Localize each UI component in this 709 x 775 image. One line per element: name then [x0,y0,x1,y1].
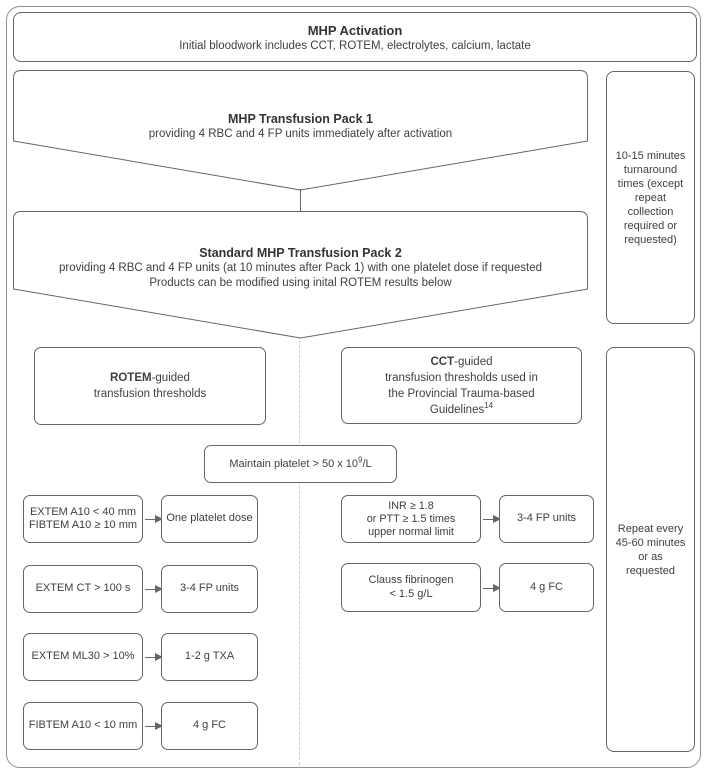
pack1-line1: providing 4 RBC and 4 FP units immediate… [148,128,453,140]
pack2-line2: Products can be modified using inital RO… [149,277,452,289]
platelet-superscript: 9 [358,455,363,465]
rotem-rule-1-arrow [145,515,163,523]
cct-rule-2-condition: Clauss fibrinogen < 1.5 g/L [341,563,481,612]
cct-header-line3: the Provincial Trauma-based [388,387,535,400]
cct-rule-1-action: 3-4 FP units [499,495,594,543]
pack2-title: Standard MHP Transfusion Pack 2 [199,246,402,260]
rotem-rule-2-action: 3-4 FP units [161,565,258,613]
cct-rule-2-arrow [483,584,501,592]
activation-subtitle: Initial bloodwork includes CCT, ROTEM, e… [179,39,531,52]
rotem-header-line2: transfusion thresholds [93,388,207,400]
platelet-target-box: Maintain platelet > 50 x 109/L [204,445,397,483]
rotem-header-line1: ROTEM-guided [110,370,190,386]
cct-header-line2: transfusion thresholds used in [385,371,538,384]
repeat-note-box: Repeat every 45-60 minutes or as request… [606,347,695,752]
cct-header-bold: CCT [430,355,455,368]
rotem-rule-2-arrow [145,585,163,593]
cct-header-rest: -guided [454,355,493,368]
activation-box: MHP Activation Initial bloodwork include… [13,12,697,62]
rotem-rule-3-arrow [145,653,163,661]
rotem-header-bold: ROTEM [110,372,152,384]
cct-header-superscript: 14 [484,400,494,410]
rotem-rule-4-arrow [145,722,163,730]
platelet-target-text: Maintain platelet > 50 x 109/L [229,455,372,470]
repeat-note: Repeat every 45-60 minutes or as request… [615,522,686,577]
rotem-rule-1-condition: EXTEM A10 < 40 mm FIBTEM A10 ≥ 10 mm [23,495,143,543]
cct-header-line4: Guidelines14 [429,400,494,416]
cct-rule-1-arrow [483,515,501,523]
pack1-pack2-connector [300,189,301,212]
cct-header-line1: CCT-guided [430,354,492,370]
activation-title: MHP Activation [307,22,403,38]
rotem-rule-4-action: 4 g FC [161,702,258,750]
rotem-rule-2-condition: EXTEM CT > 100 s [23,565,143,613]
pack2-funnel-shape [13,211,588,339]
turnaround-note-box: 10-15 minutes turnaround times (except r… [606,71,695,324]
cct-rule-1-condition: INR ≥ 1.8 or PTT ≥ 1.5 times upper norma… [341,495,481,543]
rotem-rule-4-condition: FIBTEM A10 < 10 mm [23,702,143,750]
rotem-rule-3-action: 1-2 g TXA [161,633,258,681]
rotem-header-rest: -guided [151,372,190,384]
cct-rule-2-action: 4 g FC [499,563,594,612]
pack1-text: MHP Transfusion Pack 1 providing 4 RBC a… [13,111,588,142]
turnaround-note: 10-15 minutes turnaround times (except r… [615,149,686,246]
pack1-title: MHP Transfusion Pack 1 [228,112,373,126]
rotem-column-header: ROTEM-guided transfusion thresholds [34,347,266,425]
column-divider [299,340,300,765]
pack2-line1: providing 4 RBC and 4 FP units (at 10 mi… [58,262,543,274]
rotem-rule-1-action: One platelet dose [161,495,258,543]
pack1-funnel-shape [13,70,588,191]
rotem-rule-3-condition: EXTEM ML30 > 10% [23,633,143,681]
pack2-text: Standard MHP Transfusion Pack 2 providin… [13,245,588,291]
cct-column-header: CCT-guided transfusion thresholds used i… [341,347,582,424]
